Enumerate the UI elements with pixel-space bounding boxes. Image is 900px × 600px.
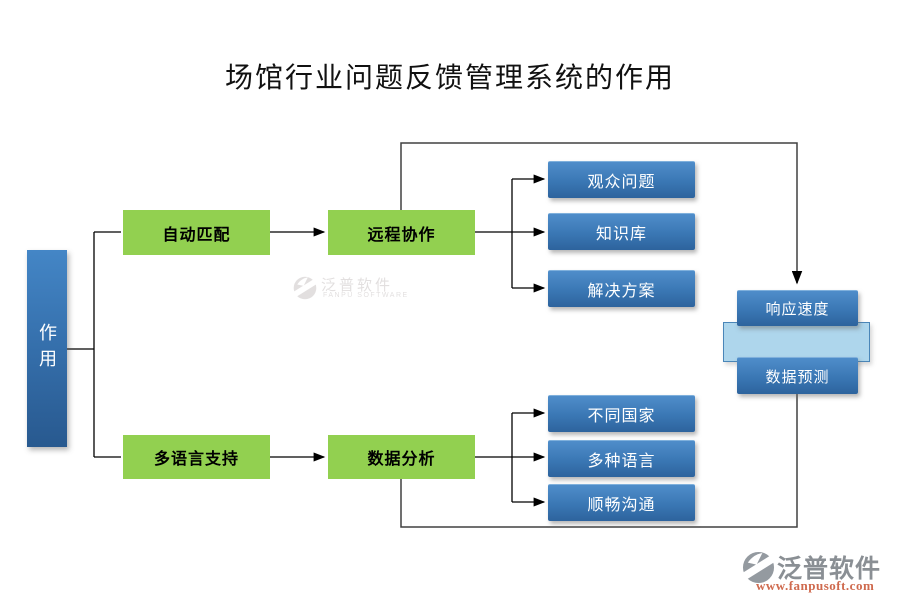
node-smooth-communication: 顺畅沟通 xyxy=(548,484,695,521)
node-role: 作用 xyxy=(27,250,67,447)
fanpu-logo-icon xyxy=(737,551,780,584)
fanpu-logo-icon xyxy=(289,276,321,300)
node-data-analysis: 数据分析 xyxy=(328,435,475,479)
footer-brand-block: 泛普软件 www.fanpusoft.com xyxy=(737,549,895,595)
node-multiple-languages: 多种语言 xyxy=(548,440,695,477)
node-data-prediction: 数据预测 xyxy=(737,357,858,394)
footer-url: www.fanpusoft.com xyxy=(756,578,875,593)
node-auto-match: 自动匹配 xyxy=(123,210,270,255)
watermark-brand: 泛普软件 xyxy=(321,277,394,294)
node-remote-collaboration: 远程协作 xyxy=(328,210,475,255)
node-solutions: 解决方案 xyxy=(548,270,695,307)
node-multilanguage-support: 多语言支持 xyxy=(123,435,270,479)
watermark-subtitle: FANPU SOFTWARE xyxy=(323,292,409,299)
result-band xyxy=(723,322,870,362)
page-title: 场馆行业问题反馈管理系统的作用 xyxy=(224,63,675,94)
node-different-countries: 不同国家 xyxy=(548,395,695,432)
footer-brand-text: 泛普软件 xyxy=(777,555,882,583)
node-response-speed: 响应速度 xyxy=(737,290,858,326)
node-audience-questions: 观众问题 xyxy=(548,161,695,198)
node-knowledge-base: 知识库 xyxy=(548,213,695,250)
